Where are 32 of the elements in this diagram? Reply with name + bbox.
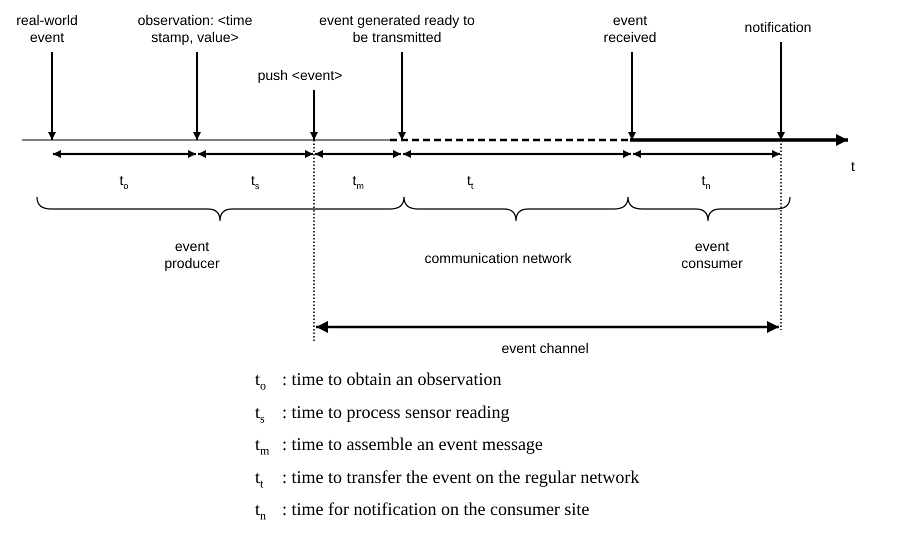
- event-label: notification: [733, 19, 823, 36]
- arrow: [48, 52, 56, 140]
- duration-symbol: t$_{o}$: [120, 172, 128, 193]
- legend-text: : time to transfer the event on the regular network: [282, 466, 640, 486]
- span-label: event channel: [502, 340, 589, 357]
- duration-symbol: t$_{t}$: [467, 172, 474, 193]
- arrow: [398, 52, 406, 140]
- duration-symbol: t$_{m}$: [352, 172, 364, 193]
- legend-text: : time to process sensor reading: [282, 402, 510, 422]
- arrow: [310, 90, 318, 140]
- arrow: [777, 42, 785, 140]
- event-label: real-world event: [7, 12, 87, 46]
- arrow: [628, 52, 636, 140]
- event-label: observation: <time stamp, value>: [120, 12, 270, 46]
- duration-symbol: t$_{n}$: [702, 172, 710, 193]
- legend-symbol: t$_{o}$: [255, 369, 266, 395]
- legend-symbol: t$_{n}$: [255, 499, 266, 525]
- group-label: event consumer: [680, 238, 744, 272]
- event-label: push <event>: [250, 67, 350, 84]
- legend-text: : time to assemble an event message: [282, 434, 543, 454]
- event-label: event received: [595, 12, 665, 46]
- duration-symbol: t$_{s}$: [251, 172, 260, 193]
- legend-symbol: t$_{t}$: [255, 466, 264, 492]
- legend-text: : time to obtain an observation: [282, 369, 502, 389]
- legend-symbol: t$_{s}$: [255, 402, 265, 428]
- arrow: [193, 52, 201, 140]
- group-label: communication network: [424, 250, 572, 267]
- event-label: event generated ready to be transmitted: [312, 12, 482, 46]
- axis-label: t: [851, 158, 855, 175]
- legend-text: : time for notification on the consumer site: [282, 499, 590, 519]
- group-label: event producer: [163, 238, 221, 272]
- legend-symbol: t$_{m}$: [255, 434, 270, 460]
